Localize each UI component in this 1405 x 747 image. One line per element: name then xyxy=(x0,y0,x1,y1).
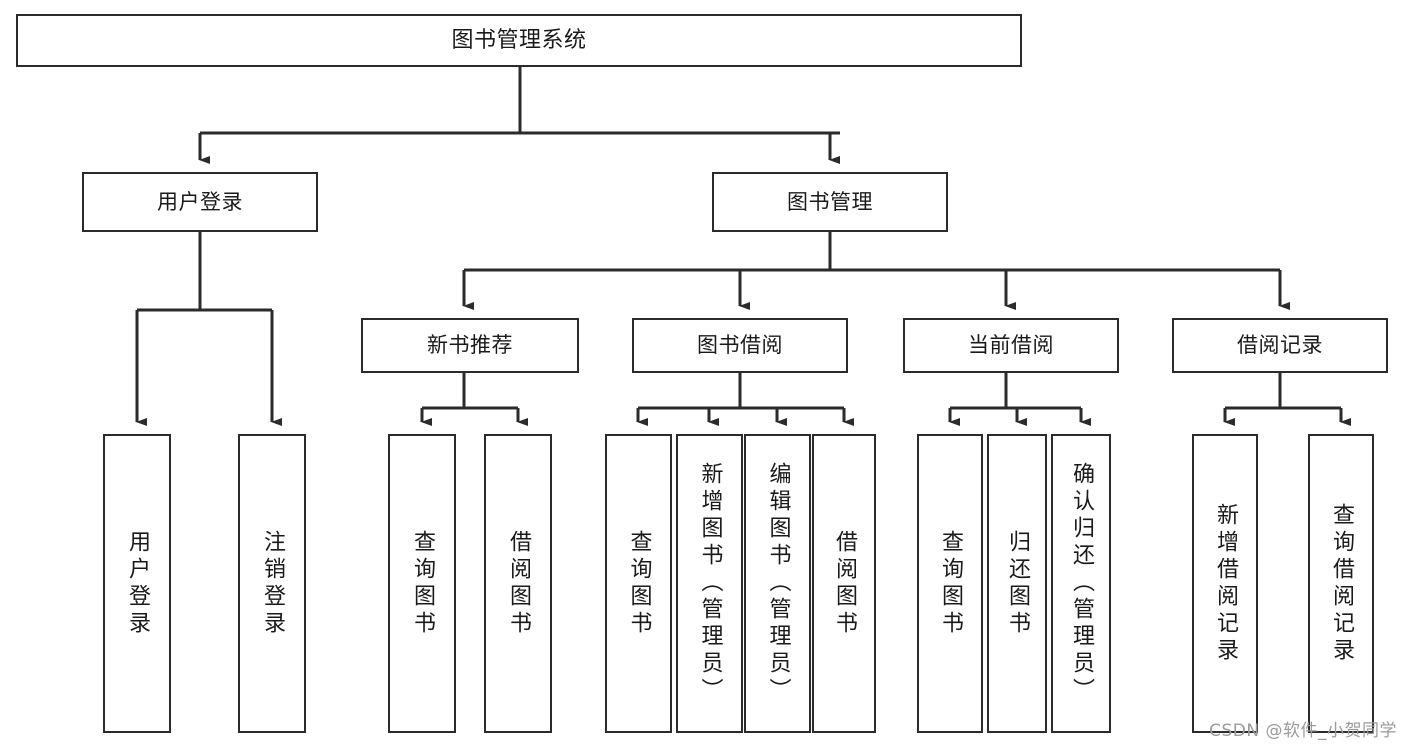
node-leaf-query-books-rec-label: 查询图书 xyxy=(410,529,435,638)
node-leaf-edit-book-admin[interactable]: 编辑图书（管理员） xyxy=(744,434,811,733)
node-book-borrow[interactable]: 图书借阅 xyxy=(632,318,848,373)
node-leaf-return-books[interactable]: 归还图书 xyxy=(987,434,1047,733)
node-leaf-query-books-current[interactable]: 查询图书 xyxy=(917,434,983,733)
node-leaf-user-login-label: 用户登录 xyxy=(125,529,150,638)
node-user-login-label: 用户登录 xyxy=(157,189,243,214)
node-leaf-query-borrow-record[interactable]: 查询借阅记录 xyxy=(1308,434,1374,733)
node-leaf-borrow-books-rec[interactable]: 借阅图书 xyxy=(484,434,552,733)
node-leaf-query-books-rec[interactable]: 查询图书 xyxy=(388,434,456,733)
node-leaf-user-logout-label: 注销登录 xyxy=(260,529,285,638)
node-leaf-user-login[interactable]: 用户登录 xyxy=(103,434,171,733)
node-borrow-record[interactable]: 借阅记录 xyxy=(1172,318,1388,373)
node-book-management[interactable]: 图书管理 xyxy=(712,172,948,232)
node-leaf-borrow-books[interactable]: 借阅图书 xyxy=(812,434,876,733)
node-borrow-record-label: 借阅记录 xyxy=(1237,333,1323,358)
node-leaf-confirm-return-admin[interactable]: 确认归还（管理员） xyxy=(1051,434,1111,733)
node-leaf-add-book-admin[interactable]: 新增图书（管理员） xyxy=(676,434,743,733)
node-new-book-recommend[interactable]: 新书推荐 xyxy=(361,318,579,373)
node-leaf-borrow-books-label: 借阅图书 xyxy=(832,529,857,638)
node-leaf-edit-book-admin-label: 编辑图书（管理员） xyxy=(765,462,791,705)
node-current-borrow[interactable]: 当前借阅 xyxy=(903,318,1119,373)
node-leaf-confirm-return-admin-label: 确认归还（管理员） xyxy=(1069,462,1094,705)
node-user-login[interactable]: 用户登录 xyxy=(82,172,318,232)
node-book-management-label: 图书管理 xyxy=(787,189,873,214)
node-leaf-add-borrow-record[interactable]: 新增借阅记录 xyxy=(1192,434,1258,733)
node-leaf-query-borrow-record-label: 查询借阅记录 xyxy=(1329,502,1354,665)
node-book-borrow-label: 图书借阅 xyxy=(697,333,783,358)
node-root[interactable]: 图书管理系统 xyxy=(16,14,1022,67)
node-leaf-borrow-books-rec-label: 借阅图书 xyxy=(506,529,531,638)
node-current-borrow-label: 当前借阅 xyxy=(968,333,1054,358)
node-leaf-add-borrow-record-label: 新增借阅记录 xyxy=(1213,502,1238,665)
node-leaf-user-logout[interactable]: 注销登录 xyxy=(238,434,306,733)
node-leaf-query-books-borrow-label: 查询图书 xyxy=(626,529,652,638)
node-leaf-add-book-admin-label: 新增图书（管理员） xyxy=(697,462,723,705)
node-leaf-return-books-label: 归还图书 xyxy=(1005,529,1030,638)
watermark-text: CSDN @软件_小贺同学 xyxy=(1209,721,1397,741)
node-root-label: 图书管理系统 xyxy=(451,27,587,53)
node-leaf-query-books-borrow[interactable]: 查询图书 xyxy=(605,434,672,733)
node-new-book-recommend-label: 新书推荐 xyxy=(427,333,513,358)
node-leaf-query-books-current-label: 查询图书 xyxy=(938,529,963,638)
